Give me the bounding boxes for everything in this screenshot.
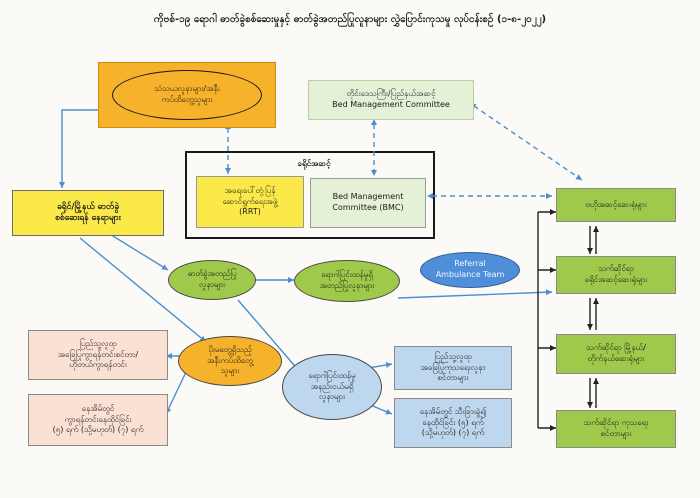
positive-ellipse: ဓာတ်ခွဲအတည်ပြု လူနာများ bbox=[168, 260, 256, 300]
treatment-center-box: သက်ဆိုင်ရာ ကုသရေး စင်တာများ bbox=[556, 410, 676, 448]
contacts-ellipse: ပိုးမတွေ့ရှိသည့် အနီးကပ်ထိတွေ့ သူများ bbox=[178, 336, 282, 386]
dash-regional-central bbox=[469, 103, 583, 181]
rrt-box: အရေးပေါ်တုံ့ပြန် ဆောင်ရွက်ရေးအဖွဲ့ (RRT) bbox=[196, 176, 304, 228]
arrow-positive-to-mild bbox=[237, 299, 301, 373]
township-hospital-box: သက်ဆိုင်ရာ မြို့နယ်/ တိုက်နယ်ဆေးရုံများ bbox=[556, 334, 676, 374]
district-header: ခရိုင်အဆင့် bbox=[297, 158, 331, 168]
regional-committee-box: တိုင်းဒေသကြီး/ပြည်နယ်အဆင့် Bed Managemen… bbox=[308, 80, 474, 120]
arrow-contacts-to-home-quarantine bbox=[165, 371, 187, 415]
suspect-ellipse: သံသယလူနာများ/အနီး ကပ်ထိတွေ့သူများ bbox=[112, 70, 262, 120]
district-hospital-box: သက်ဆိုင်ရာ ခရိုင်အဆင့်ဆေးရုံများ bbox=[556, 256, 676, 294]
arrow-symptomatic-to-hospitals bbox=[397, 289, 553, 299]
mild-ellipse: ရောဂါပြင်းထန်မှု အနည်းငယ်မရှိ လူနာများ bbox=[282, 354, 382, 420]
community-center-box: ပြည်သူ့လူထု အခြေပြုကုသရေးလူနာ စင်တာများ bbox=[394, 346, 512, 390]
testing-sites-box: ခရိုင်/မြို့နယ် ဓာတ်ခွဲ စစ်ဆေးရန် နေရာမျ… bbox=[12, 190, 164, 236]
bmc-box: Bed Management Committee (BMC) bbox=[310, 178, 426, 228]
ambulance-ellipse: Referral Ambulance Team bbox=[420, 252, 520, 288]
home-isolation-box: နေအိမ်တွင် သီးခြားခွဲ၍ နေထိုင်ခြင်း (၅) … bbox=[394, 398, 512, 448]
suspect-container: သံသယလူနာများ/အနီး ကပ်ထိတွေ့သူများ bbox=[98, 62, 276, 128]
quarantine-box: ပြည်သူ့လူထု အခြေပြုကွာရန်တင်းစင်တာ/ ဟိုတ… bbox=[28, 330, 168, 380]
central-hospital-box: ဗဟိုအဆင့်ဆေးရုံများ bbox=[556, 188, 676, 222]
diagram-title: ကိုဗစ်-၁၉ ရောဂါ ဓာတ်ခွဲစစ်ဆေးမှုနှင့် ဓာ… bbox=[153, 14, 547, 25]
home-quarantine-box: နေအိမ်တွင် ကွာရန်တင်းနေထိုင်ခြင်း (၅) ရက… bbox=[28, 394, 168, 446]
arrow-testing-to-contacts bbox=[79, 237, 207, 343]
arrow-suspect-to-testing bbox=[59, 109, 98, 188]
symptomatic-ellipse: ရောဂါပြင်းထန်မှုရှိ အတည်ပြုလူနာများ bbox=[294, 260, 400, 302]
